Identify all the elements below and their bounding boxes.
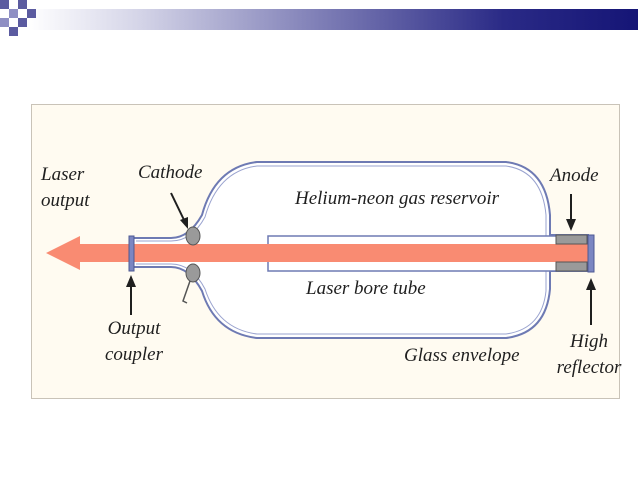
cathode-electrode-bottom [185, 263, 201, 283]
anode-pointer-arrow [566, 194, 576, 231]
high-reflector-mirror [587, 234, 595, 273]
output-coupler-label: Output coupler [104, 319, 164, 365]
bore-tube-label: Laser bore tube [306, 278, 426, 299]
cathode-pointer-arrow [170, 192, 188, 229]
helium-neon-laser-diagram [46, 161, 596, 339]
laser-output-arrowhead [46, 236, 80, 270]
output-coupler-label-line2: coupler [104, 344, 164, 365]
output-coupler-mirror [128, 235, 135, 272]
slide-title-bar [28, 9, 638, 30]
output-coupler-label-line1: Output [107, 318, 161, 339]
glass-envelope-label: Glass envelope [404, 345, 520, 366]
laser-output-label-line2: output [41, 190, 90, 211]
high-reflector-label: High reflector [556, 332, 622, 378]
cathode-electrode-top [185, 226, 201, 246]
anode-electrode-bottom [555, 261, 588, 272]
anode-electrode-top [555, 234, 588, 245]
high-reflector-pointer-arrow [586, 278, 596, 325]
corner-squares-decoration [0, 0, 36, 36]
high-reflector-label-line2: reflector [556, 357, 622, 378]
gas-reservoir-label: Helium-neon gas reservoir [295, 188, 500, 209]
laser-diagram-panel: Laser output Cathode Helium-neon gas res… [31, 104, 622, 399]
high-reflector-label-line1: High [570, 331, 608, 352]
output-coupler-pointer-arrow [126, 275, 136, 315]
laser-beam [80, 244, 588, 262]
glass-envelope-inner-line [136, 165, 547, 335]
cathode-label: Cathode [138, 162, 203, 183]
laser-output-label: Laser output [41, 165, 90, 211]
anode-label: Anode [550, 165, 599, 186]
laser-output-label-line1: Laser [41, 164, 85, 185]
cathode-lead-wire [182, 280, 191, 304]
